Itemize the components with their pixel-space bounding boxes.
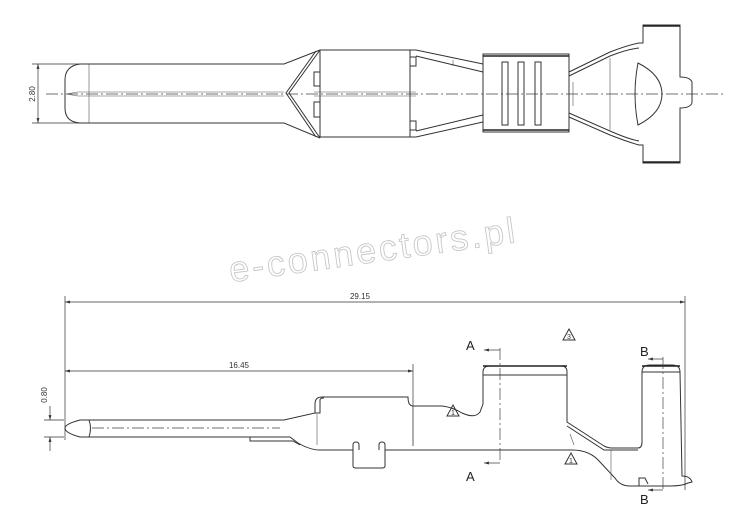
terminal-outline [89,364,693,487]
note-triangle-icon: 3 [562,327,576,341]
pin-body [89,49,321,139]
pin-tip [64,419,89,438]
note-triangle-icon: 1 [564,451,578,465]
svg-text:3: 3 [567,334,571,341]
lens-feature [634,62,663,126]
section-b-label: B [640,492,649,506]
svg-text:1: 1 [451,410,455,417]
section-a-label: A [466,469,475,484]
contact-box [319,49,411,138]
serration-slot [534,61,542,126]
watermark-logo: e-connectors.pl [226,209,520,290]
pin-thickness-dimension: 0.80 [40,387,49,403]
section-a-label: A [466,338,475,353]
serration-slot [501,61,509,126]
width-dimension: 2.80 [28,86,37,102]
note-triangle-icon: 1 [446,403,460,417]
top-view: 2.80 [28,24,723,164]
overall-length-dimension: 29.15 [350,292,371,301]
section-b-label: B [640,344,649,359]
serration-slot [517,61,525,126]
crimp-barrel [482,53,570,133]
pin-tip [64,63,89,124]
transition [410,49,484,138]
svg-text:1: 1 [569,458,573,465]
contact-length-dimension: 16.45 [229,361,250,370]
side-view: 29.15 16.45 0.80 A A [40,292,693,506]
insulation-crimp [568,24,693,164]
